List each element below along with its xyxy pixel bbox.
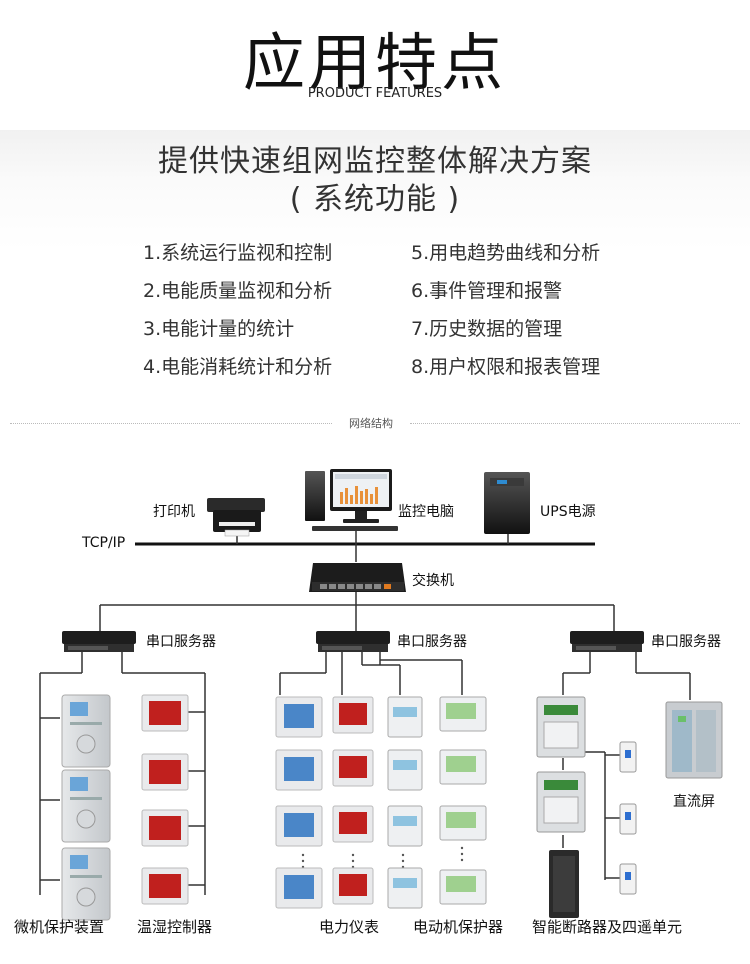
- serial-server-icon-1: [62, 631, 136, 652]
- power-meter-blue-icon-3: [275, 805, 323, 847]
- feature-item-7: 7.历史数据的管理: [411, 318, 563, 340]
- motor-protector-icon-1: [439, 696, 487, 732]
- power-meter-red-icon-3: [332, 805, 374, 843]
- section-divider-right: [410, 423, 740, 424]
- protection-relay-icon-1: [61, 694, 111, 768]
- tcp-ip-label: TCP/IP: [82, 535, 126, 551]
- power-meter-blue-icon-2: [275, 749, 323, 791]
- temp-humidity-controller-icon-3: [141, 809, 189, 847]
- bottom-label-relay: 微机保护装置: [14, 918, 105, 936]
- page-subtitle: PRODUCT FEATURES: [307, 86, 443, 101]
- feature-item-5: 5.用电趋势曲线和分析: [411, 242, 601, 264]
- miniature-breaker-icon-2: [619, 803, 637, 835]
- group1-wiring: [39, 652, 206, 895]
- feature-item-2: 2.电能质量监视和分析: [143, 280, 333, 302]
- switch-label: 交换机: [412, 573, 454, 589]
- power-meter-red-icon-2: [332, 749, 374, 787]
- remote-unit-icon: [549, 850, 579, 918]
- temp-humidity-controller-icon-2: [141, 753, 189, 791]
- din-meter-icon-4: [387, 867, 423, 909]
- feature-item-3: 3.电能计量的统计: [143, 318, 295, 340]
- section-label: 网络结构: [349, 417, 393, 430]
- printer-label: 打印机: [153, 504, 195, 520]
- group2-dots: [301, 846, 464, 869]
- monitor-pc-icon: [305, 469, 398, 531]
- feature-item-1: 1.系统运行监视和控制: [143, 242, 333, 264]
- feature-item-4: 4.电能消耗统计和分析: [143, 356, 333, 378]
- solution-subheadline: ( 系统功能 ): [289, 182, 461, 217]
- din-meter-icon-1: [387, 696, 423, 738]
- dc-panel-label: 直流屏: [673, 794, 715, 810]
- power-meter-red-icon-4: [332, 867, 374, 905]
- miniature-breaker-icon-1: [619, 741, 637, 773]
- serial-server-icon-2: [316, 631, 390, 652]
- motor-protector-icon-2: [439, 749, 487, 785]
- feature-item-6: 6.事件管理和报警: [411, 280, 563, 302]
- bottom-label-breaker: 智能断路器及四遥单元: [532, 918, 683, 936]
- motor-protector-icon-4: [439, 869, 487, 905]
- din-meter-icon-2: [387, 749, 423, 791]
- solution-headline: 提供快速组网监控整体解决方案: [158, 144, 592, 179]
- motor-protector-icon-3: [439, 805, 487, 841]
- dc-panel-icon: [665, 701, 723, 779]
- intelligent-breaker-icon-1: [536, 696, 586, 758]
- protection-relay-icon-3: [61, 847, 111, 921]
- group2-wiring: [279, 652, 463, 695]
- protection-relay-icon-2: [61, 769, 111, 843]
- page-title: 应用特点: [242, 26, 507, 99]
- network-switch-icon: [309, 563, 406, 592]
- miniature-breaker-icon-3: [619, 863, 637, 895]
- intelligent-breaker-icon-2: [536, 771, 586, 833]
- group3-wiring: [562, 652, 691, 880]
- power-meter-red-icon-1: [332, 696, 374, 734]
- temp-humidity-controller-icon-1: [141, 694, 189, 732]
- serial-server-label-2: 串口服务器: [397, 634, 467, 650]
- feature-item-8: 8.用户权限和报表管理: [411, 356, 601, 378]
- ups-label: UPS电源: [540, 504, 596, 520]
- ups-icon: [484, 472, 530, 534]
- monitor-pc-label: 监控电脑: [398, 504, 454, 520]
- section-divider-left: [10, 423, 332, 424]
- bottom-label-motor-protector: 电动机保护器: [413, 918, 504, 936]
- bottom-label-power-meter: 电力仪表: [319, 918, 380, 936]
- din-meter-icon-3: [387, 805, 423, 847]
- serial-server-icon-3: [570, 631, 644, 652]
- printer-icon: [207, 498, 265, 537]
- temp-humidity-controller-icon-4: [141, 867, 189, 905]
- power-meter-blue-icon-4: [275, 867, 323, 909]
- serial-server-label-1: 串口服务器: [146, 634, 216, 650]
- power-meter-blue-icon-1: [275, 696, 323, 738]
- features-band: [0, 130, 750, 405]
- serial-server-label-3: 串口服务器: [651, 634, 721, 650]
- bottom-label-temp-humidity: 温湿控制器: [137, 918, 213, 936]
